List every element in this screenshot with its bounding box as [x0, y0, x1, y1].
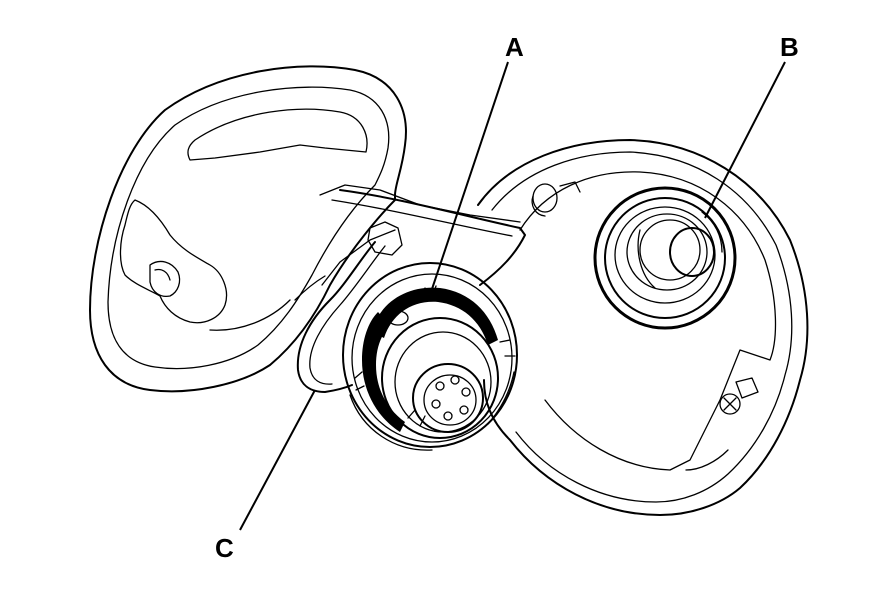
door-hinge-arm [331, 189, 526, 286]
leader-a [429, 61, 509, 296]
fuel-door-lid [89, 65, 521, 393]
callout-a: A [505, 32, 524, 62]
fuel-filler-housing [477, 139, 809, 516]
fuel-cap [342, 262, 518, 451]
fuel-cap-tether [296, 241, 386, 393]
filler-neck-opening [593, 186, 737, 330]
callout-leaders [239, 61, 786, 531]
callout-labels: A B C [215, 32, 799, 563]
callout-b: B [780, 32, 799, 62]
leader-c [239, 389, 316, 531]
leader-b [704, 61, 786, 219]
callout-c: C [215, 533, 234, 563]
